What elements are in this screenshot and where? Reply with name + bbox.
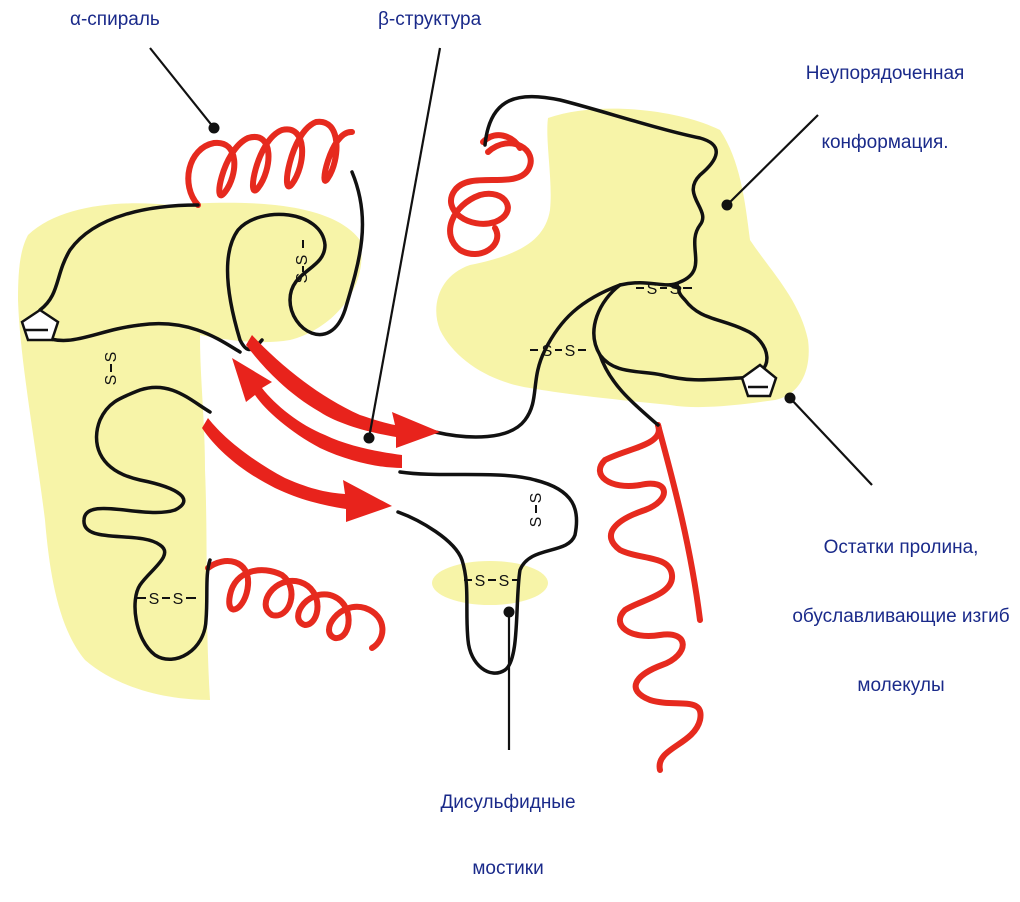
bottom-disordered-region bbox=[432, 561, 548, 605]
alpha-helix-label: α-спираль bbox=[70, 8, 160, 31]
sulfur-atom: S bbox=[149, 591, 160, 608]
beta-structure-label: β-структура bbox=[378, 8, 481, 31]
disordered-label-line-2: конформация. bbox=[782, 131, 988, 154]
disulfide-label-line-2: мостики bbox=[418, 858, 598, 880]
leader-alpha-helix bbox=[150, 48, 220, 134]
leader-beta-structure bbox=[364, 48, 441, 444]
sulfur-atom: S bbox=[528, 493, 545, 504]
right-disordered-region bbox=[436, 109, 809, 407]
alpha-helix-bottom-left bbox=[208, 561, 382, 648]
beta-strand-arrow-1 bbox=[246, 335, 440, 448]
sulfur-atom: S bbox=[294, 255, 311, 266]
sulfur-atom: S bbox=[565, 343, 576, 360]
sulfur-atom: S bbox=[647, 281, 658, 298]
proline-residues-label: Остатки пролина, обуславливающие изгиб м… bbox=[790, 490, 1012, 720]
beta-strand-arrow-2 bbox=[232, 358, 402, 468]
alpha-helix-right-top bbox=[450, 135, 531, 254]
proline-label-line-2: обуславливающие изгиб bbox=[790, 605, 1012, 628]
alpha-helix-right-bottom bbox=[600, 425, 701, 770]
leader-proline bbox=[785, 393, 873, 486]
sulfur-atom: S bbox=[294, 273, 311, 284]
sulfur-atom: S bbox=[103, 375, 120, 386]
proline-label-line-3: молекулы bbox=[790, 674, 1012, 697]
disordered-conformation-label: Неупорядоченная конформация. bbox=[782, 16, 988, 177]
leader-disulfide bbox=[504, 607, 515, 751]
disulfide-bridge-center-right: S S bbox=[528, 493, 545, 528]
disulfide-label-line-1: Дисульфидные bbox=[418, 792, 598, 814]
proline-label-line-1: Остатки пролина, bbox=[790, 536, 1012, 559]
sulfur-atom: S bbox=[103, 352, 120, 363]
beta-sheet bbox=[202, 335, 440, 522]
sulfur-atom: S bbox=[475, 573, 486, 590]
sulfur-atom: S bbox=[542, 343, 553, 360]
sulfur-atom: S bbox=[670, 281, 681, 298]
sulfur-atom: S bbox=[499, 573, 510, 590]
sulfur-atom: S bbox=[173, 591, 184, 608]
disordered-label-line-1: Неупорядоченная bbox=[782, 62, 988, 85]
sulfur-atom: S bbox=[528, 517, 545, 528]
disulfide-bridges-label: Дисульфидные мостики bbox=[418, 748, 598, 902]
alpha-helix-top bbox=[188, 122, 352, 205]
